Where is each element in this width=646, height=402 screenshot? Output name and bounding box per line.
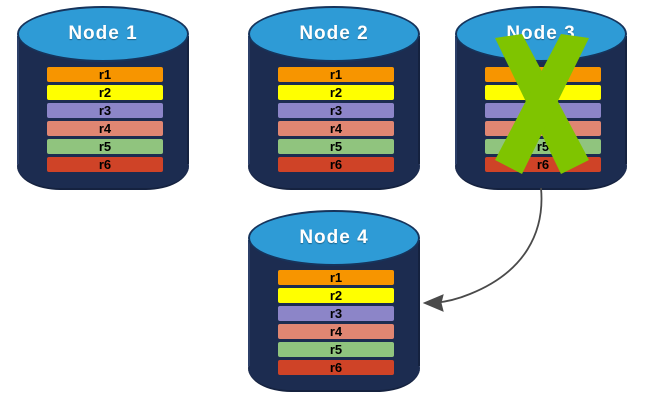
node-1-row-r2-label: r2: [98, 85, 112, 100]
node-3-row-r2[interactable]: r2: [485, 85, 601, 100]
node-4-row-r3-label: r3: [329, 306, 343, 321]
node-3-row-r4[interactable]: r4: [485, 121, 601, 136]
node-2-row-r5-label: r5: [329, 139, 343, 154]
node-1-row-r6[interactable]: r6: [47, 157, 163, 172]
node-1-row-r1[interactable]: r1: [47, 67, 163, 82]
node-4-row-list: r1 r2 r3 r4 r5 r6: [278, 270, 394, 375]
node-3-row-r5-label: r5: [536, 139, 550, 154]
node-4-row-r1[interactable]: r1: [278, 270, 394, 285]
node-3-row-r5[interactable]: r5: [485, 139, 601, 154]
node-4-row-r2[interactable]: r2: [278, 288, 394, 303]
node-1-row-r4[interactable]: r4: [47, 121, 163, 136]
node-3-cylinder-top: Node 3: [455, 6, 627, 62]
node-1-row-r3-label: r3: [98, 103, 112, 118]
node-2-title: Node 2: [299, 23, 369, 44]
node-2-row-r6-label: r6: [329, 157, 343, 172]
node-1-row-r5-label: r5: [98, 139, 112, 154]
node-3-row-r1-label: r1: [536, 67, 550, 82]
node-3-row-r3-label: r3: [536, 103, 550, 118]
node-2-row-r3[interactable]: r3: [278, 103, 394, 118]
node-1-row-r2[interactable]: r2: [47, 85, 163, 100]
node-4-row-r5[interactable]: r5: [278, 342, 394, 357]
node-3-row-r6[interactable]: r6: [485, 157, 601, 172]
node-4-row-r5-label: r5: [329, 342, 343, 357]
failover-arrow-line: [433, 187, 543, 304]
node-1-cylinder-top: Node 1: [17, 6, 189, 62]
node-1-row-r6-label: r6: [98, 157, 112, 172]
node-2-cylinder-top: Node 2: [248, 6, 420, 62]
node-3-row-r6-label: r6: [536, 157, 550, 172]
node-4-row-r4-label: r4: [329, 324, 343, 339]
node-2-cylinder[interactable]: Node 2 r1 r2 r3 r4 r5 r6: [248, 6, 420, 190]
node-2-row-r4[interactable]: r4: [278, 121, 394, 136]
node-3-cylinder[interactable]: Node 3 r1 r2 r3 r4 r5 r6: [455, 6, 627, 190]
node-4-cylinder-top: Node 4: [248, 210, 420, 266]
node-4-row-r6[interactable]: r6: [278, 360, 394, 375]
node-4-cylinder[interactable]: Node 4 r1 r2 r3 r4 r5 r6: [248, 210, 420, 392]
node-1-row-r1-label: r1: [98, 67, 112, 82]
node-3-row-r1[interactable]: r1: [485, 67, 601, 82]
node-1-cylinder[interactable]: Node 1 r1 r2 r3 r4 r5 r6: [17, 6, 189, 190]
failover-arrow-head: [422, 294, 444, 312]
node-3-title: Node 3: [506, 23, 576, 44]
node-3-row-r3[interactable]: r3: [485, 103, 601, 118]
node-3-row-r4-label: r4: [536, 121, 550, 136]
node-1-row-r3[interactable]: r3: [47, 103, 163, 118]
node-4-row-r1-label: r1: [329, 270, 343, 285]
node-1-row-list: r1 r2 r3 r4 r5 r6: [47, 67, 163, 172]
node-4-row-r4[interactable]: r4: [278, 324, 394, 339]
node-2-row-list: r1 r2 r3 r4 r5 r6: [278, 67, 394, 172]
node-2-row-r6[interactable]: r6: [278, 157, 394, 172]
node-4-row-r2-label: r2: [329, 288, 343, 303]
node-2-row-r4-label: r4: [329, 121, 343, 136]
node-3-row-list: r1 r2 r3 r4 r5 r6: [485, 67, 601, 172]
node-1-title: Node 1: [68, 23, 138, 44]
node-2-row-r5[interactable]: r5: [278, 139, 394, 154]
node-4-row-r6-label: r6: [329, 360, 343, 375]
node-1-row-r4-label: r4: [98, 121, 112, 136]
node-1-row-r5[interactable]: r5: [47, 139, 163, 154]
node-2-row-r2[interactable]: r2: [278, 85, 394, 100]
node-2-row-r2-label: r2: [329, 85, 343, 100]
node-2-row-r1[interactable]: r1: [278, 67, 394, 82]
node-2-row-r1-label: r1: [329, 67, 343, 82]
node-3-row-r2-label: r2: [536, 85, 550, 100]
node-4-title: Node 4: [299, 227, 369, 248]
node-4-row-r3[interactable]: r3: [278, 306, 394, 321]
node-2-row-r3-label: r3: [329, 103, 343, 118]
